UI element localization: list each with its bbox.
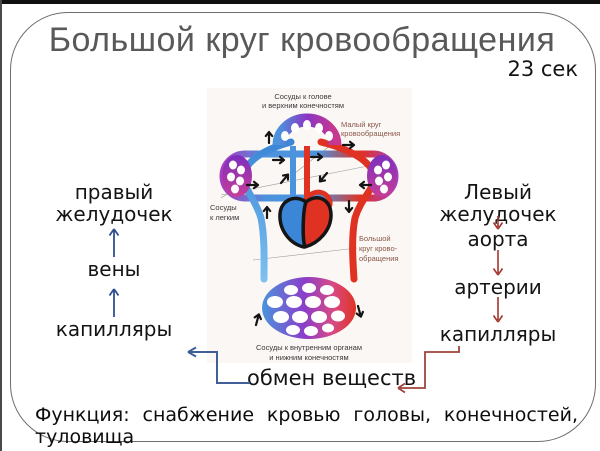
big-circle-label-3: обращения [359, 254, 398, 263]
lung-capillary-mesh-right [367, 155, 397, 197]
lung-vessels-label-2: к легким [210, 213, 239, 222]
small-circle-label: Малый круг [341, 120, 382, 129]
metabolism-label: обмен веществ [247, 366, 417, 390]
organ-vessels-label: Сосуды к внутренним органам [256, 343, 362, 352]
head-vessels-label: Сосуды к голове [274, 92, 331, 101]
left-capillaries-label: капилляры [55, 317, 173, 341]
top-bar [2, 0, 600, 4]
big-circle-label-2: круг крово- [359, 244, 398, 253]
function-text: Функция: снабжение кровью головы, конечн… [35, 404, 578, 449]
big-circle-label: Большой [359, 234, 391, 243]
organ-vessels-label-2: и нижним конечностям [269, 353, 348, 362]
arteries-label: артерии [454, 275, 542, 299]
lung-vessels-label: Сосуды [210, 203, 237, 212]
down-arrow-icon [492, 297, 504, 323]
right-capillaries-label: капилляры [439, 322, 557, 346]
up-arrow-icon [108, 288, 120, 317]
head-vessels-label-2: и верхним конечностям [262, 101, 344, 110]
organs-capillary-mesh [262, 277, 356, 339]
up-arrow-icon [108, 228, 120, 257]
aorta-label: аорта [467, 227, 529, 251]
down-arrow-icon [492, 216, 504, 230]
left-ventricle-label: Левый желудочек [439, 180, 557, 227]
slide-border [10, 12, 596, 442]
lung-capillary-mesh-left [222, 155, 252, 197]
systemic-artery-vessel [317, 138, 379, 283]
head-capillary-mesh [272, 113, 342, 146]
circulation-diagram-image: Сосуды к голове и верхним конечностям Со… [207, 88, 412, 363]
duration-label: 23 сек [507, 57, 578, 81]
veins-label: вены [87, 257, 141, 281]
systemic-vein-vessel [239, 138, 295, 283]
page-title: Большой круг кровообращения [48, 21, 556, 59]
heart-icon [278, 196, 333, 249]
right-ventricle-label: правый желудочек [55, 180, 173, 227]
small-circle-label-2: кровообращения [341, 129, 400, 138]
down-arrow-icon [492, 250, 504, 276]
circulation-diagram: Сосуды к голове и верхним конечностям Со… [207, 88, 412, 363]
